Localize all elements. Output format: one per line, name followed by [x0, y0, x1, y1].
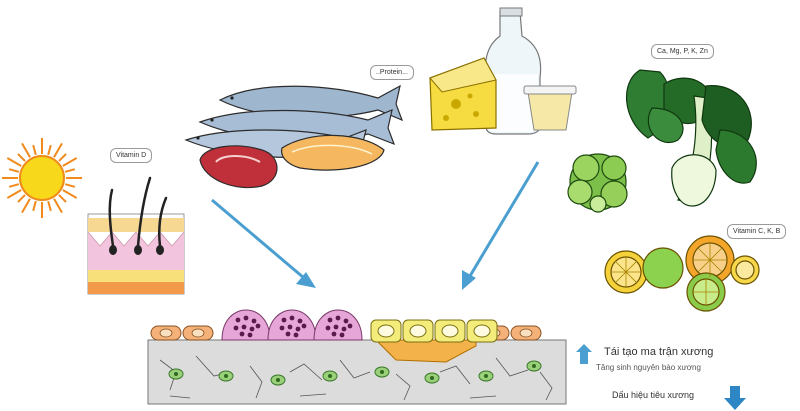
- minerals-label: Ca, Mg, P, K, Zn: [651, 44, 714, 59]
- citrus-icon: [604, 235, 760, 312]
- up-arrow-icon: [576, 344, 592, 364]
- osteoblast-proliferation-label: Tăng sinh nguyên bào xương: [596, 363, 701, 372]
- sun-icon: [2, 138, 82, 218]
- fish-meat-icon: [184, 84, 404, 189]
- bone-tissue-icon: [147, 309, 567, 405]
- vitamin-d-label: Vitamin D: [110, 148, 153, 163]
- dairy-icon: [429, 7, 577, 135]
- nutrient-arrows: [211, 161, 540, 290]
- vitamin-ckb-label: Vitamin C, K, B: [727, 224, 787, 239]
- vegetable-icon: [567, 69, 757, 213]
- skin-layer-icon: [87, 176, 185, 295]
- protein-label: ..Protein...: [370, 65, 414, 80]
- bone-matrix-remodeling-label: Tái tạo ma trận xương: [604, 346, 714, 358]
- bone-resorption-label: Dấu hiệu tiêu xương: [612, 390, 694, 400]
- down-arrow-icon: [724, 386, 746, 410]
